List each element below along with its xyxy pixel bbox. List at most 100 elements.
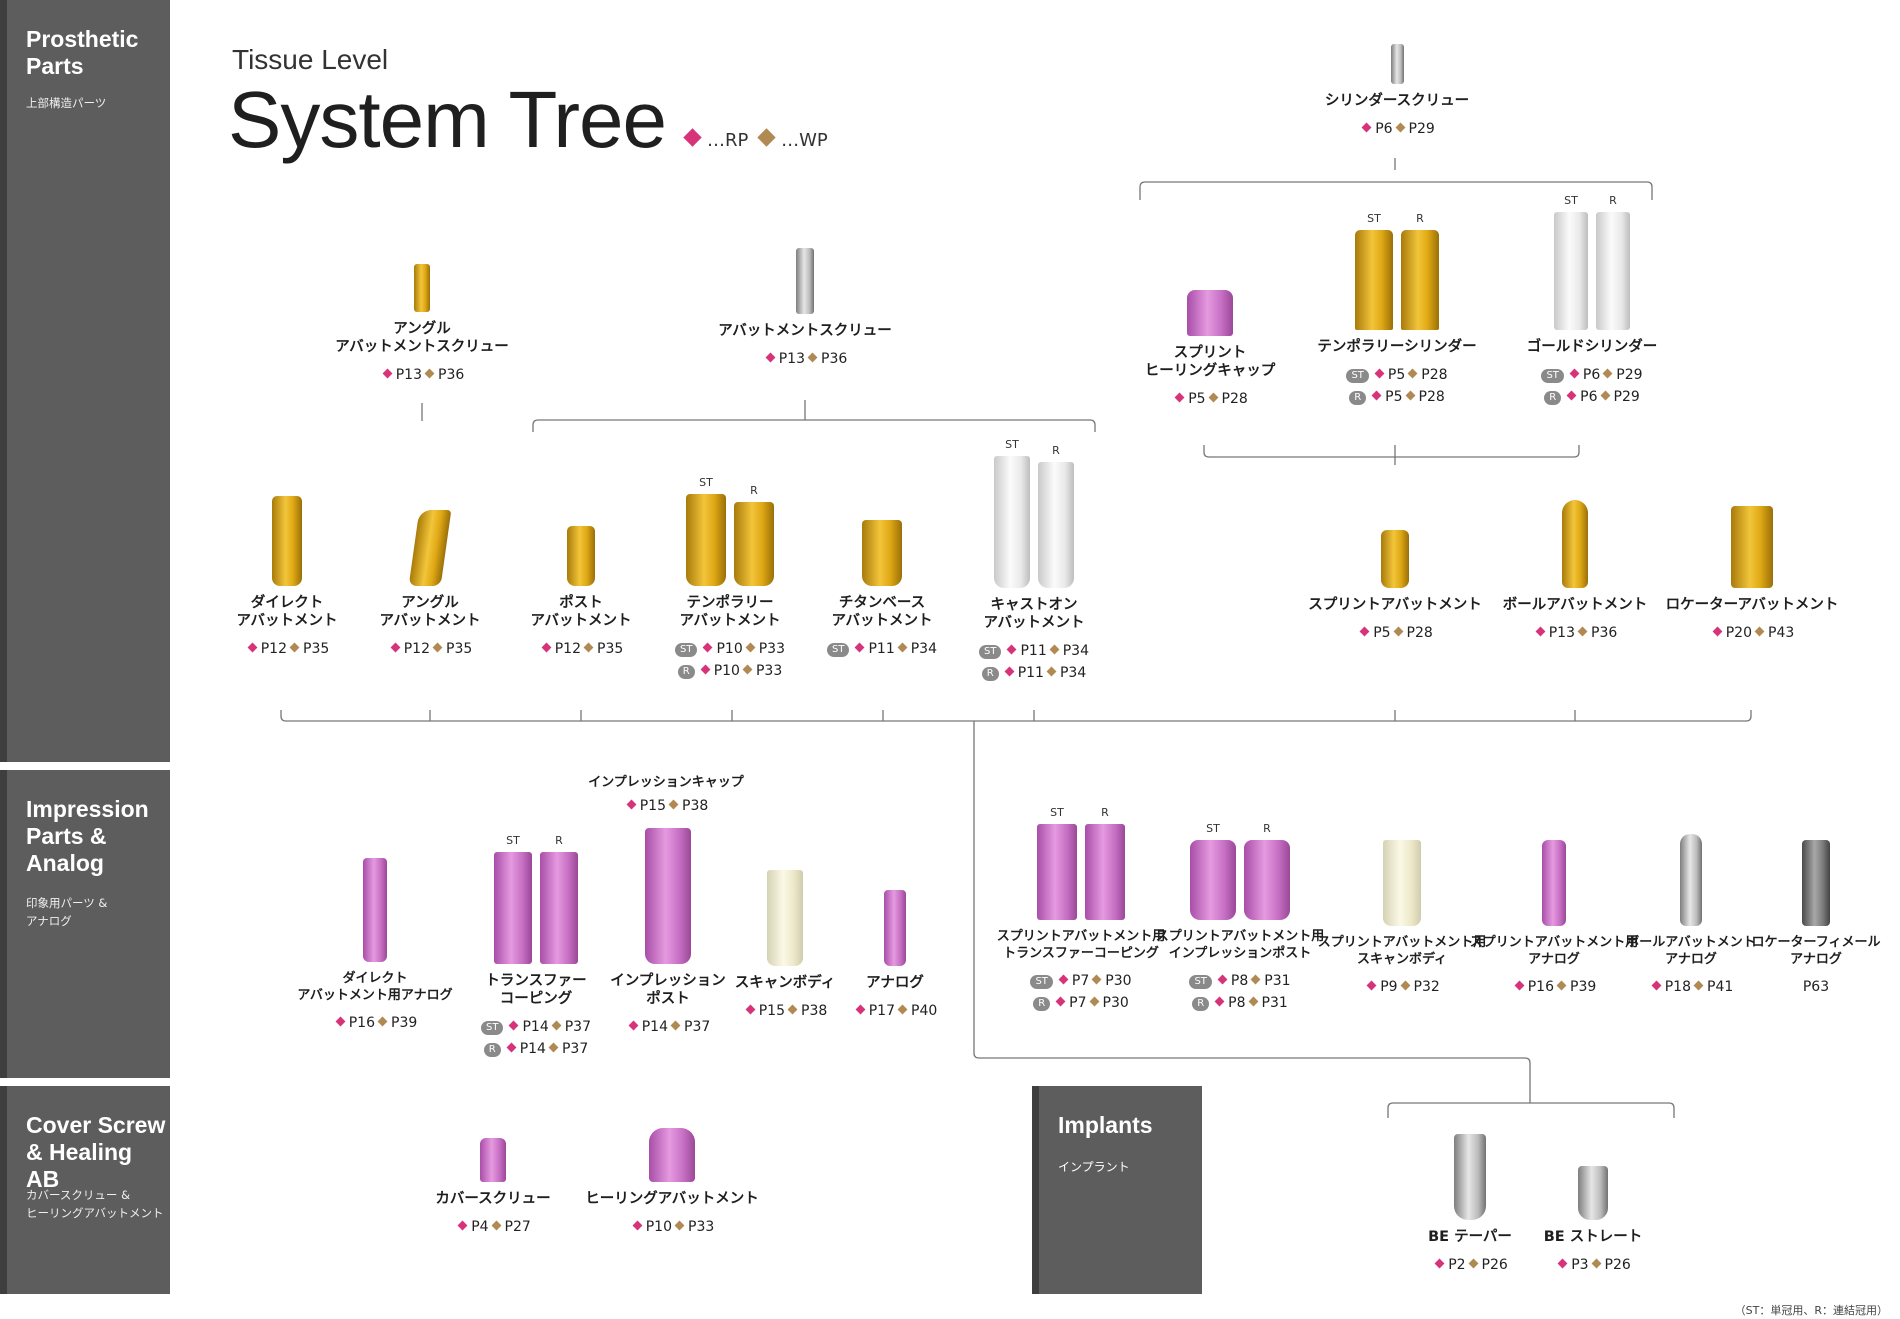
wp-page-ref[interactable]: P30 [1105, 973, 1132, 989]
rp-page-ref[interactable]: P2 [1448, 1257, 1466, 1273]
wp-page-ref[interactable]: P35 [303, 641, 330, 657]
wp-page-ref[interactable]: P28 [1406, 625, 1433, 641]
wp-page-ref[interactable]: P34 [1059, 665, 1087, 681]
wp-page-ref[interactable]: P26 [1604, 1257, 1631, 1273]
rp-page-ref[interactable]: P11 [1017, 665, 1044, 681]
wp-page-ref[interactable]: P33 [758, 641, 785, 657]
wp-page-ref[interactable]: P28 [1221, 391, 1248, 407]
wp-page-ref[interactable]: P41 [1707, 979, 1734, 995]
wp-page-ref[interactable]: P36 [1591, 625, 1618, 641]
rp-page-ref[interactable]: P11 [868, 641, 895, 657]
wp-page-ref[interactable]: P36 [438, 367, 465, 383]
rp-page-ref[interactable]: P16 [348, 1015, 375, 1031]
wp-page-ref[interactable]: P36 [821, 351, 848, 367]
rp-page-ref[interactable]: P5 [1387, 367, 1406, 383]
wp-page-ref[interactable]: P28 [1418, 389, 1445, 405]
wp-page-ref[interactable]: P28 [1421, 367, 1448, 383]
rp-page-ref[interactable]: P5 [1373, 625, 1391, 641]
rp-page-ref[interactable]: P5 [1188, 391, 1206, 407]
wp-page-ref[interactable]: P33 [755, 663, 783, 679]
wp-page-ref[interactable]: P29 [1616, 367, 1643, 383]
rp-page-ref[interactable]: P13 [1548, 625, 1575, 641]
rp-page-ref[interactable]: P4 [471, 1219, 489, 1235]
rp-page-ref[interactable]: P12 [554, 641, 581, 657]
wp-page-ref[interactable]: P34 [910, 641, 937, 657]
wp-page-ref[interactable]: P29 [1613, 389, 1640, 405]
rp-page-ref[interactable]: P5 [1385, 389, 1403, 405]
wp-page-ref[interactable]: P34 [1062, 643, 1089, 659]
rp-page-ref[interactable]: P8 [1228, 995, 1246, 1011]
rp-page-ref[interactable]: P12 [403, 641, 430, 657]
rp-page-ref[interactable]: P10 [645, 1219, 672, 1235]
wp-page-ref[interactable]: P38 [682, 798, 709, 814]
rp-page-ref[interactable]: P14 [519, 1041, 546, 1057]
wp-page-ref[interactable]: P33 [688, 1219, 715, 1235]
rp-page-ref[interactable]: P10 [713, 663, 740, 679]
rp-page-ref[interactable]: P13 [778, 351, 805, 367]
rp-page-ref[interactable]: P17 [868, 1003, 895, 1019]
wp-page-ref[interactable]: P38 [801, 1003, 828, 1019]
wp-page-ref[interactable]: P32 [1413, 979, 1440, 995]
rp-page-ref[interactable]: P9 [1380, 979, 1398, 995]
rp-page-ref[interactable]: P15 [758, 1003, 785, 1019]
rp-page-ref[interactable]: P6 [1375, 121, 1393, 137]
wp-page-ref[interactable]: P35 [446, 641, 473, 657]
rp-page-ref[interactable]: P13 [395, 367, 422, 383]
page-ref[interactable]: P63 [1802, 979, 1830, 995]
rp-page-ref[interactable]: P14 [522, 1019, 549, 1035]
wp-page-ref[interactable]: P37 [561, 1041, 589, 1057]
rp-page-ref[interactable]: P3 [1571, 1257, 1589, 1273]
wp-page-ref[interactable]: P29 [1408, 121, 1435, 137]
rp-page-ref[interactable]: P7 [1071, 973, 1090, 989]
wp-page-ref[interactable]: P40 [911, 1003, 938, 1019]
wp-page-ref[interactable]: P35 [597, 641, 624, 657]
wp-page-ref[interactable]: P27 [504, 1219, 531, 1235]
rp-page-ref[interactable]: P15 [639, 798, 666, 814]
wp-page-ref[interactable]: P37 [684, 1019, 711, 1035]
wp-page-ref[interactable]: P43 [1768, 625, 1795, 641]
wp-page-ref[interactable]: P26 [1481, 1257, 1508, 1273]
wp-page-ref[interactable]: P31 [1261, 995, 1288, 1011]
rp-page-ref[interactable]: P6 [1582, 367, 1601, 383]
rp-page-ref[interactable]: P12 [260, 641, 287, 657]
rp-page-ref[interactable]: P10 [716, 641, 743, 657]
rp-page-ref[interactable]: P20 [1725, 625, 1752, 641]
wp-page-ref[interactable]: P37 [564, 1019, 591, 1035]
locator-female-analog[interactable]: ロケーターフィメール アナログ P63 [1726, 840, 1900, 998]
wp-page-ref[interactable]: P39 [1570, 979, 1597, 995]
wp-page-ref[interactable]: P30 [1102, 995, 1129, 1011]
rp-page-ref[interactable]: P18 [1664, 979, 1691, 995]
wp-page-ref[interactable]: P31 [1264, 973, 1291, 989]
rp-page-ref[interactable]: P7 [1069, 995, 1087, 1011]
rp-page-ref[interactable]: P8 [1230, 973, 1249, 989]
rp-page-ref[interactable]: P6 [1580, 389, 1598, 405]
